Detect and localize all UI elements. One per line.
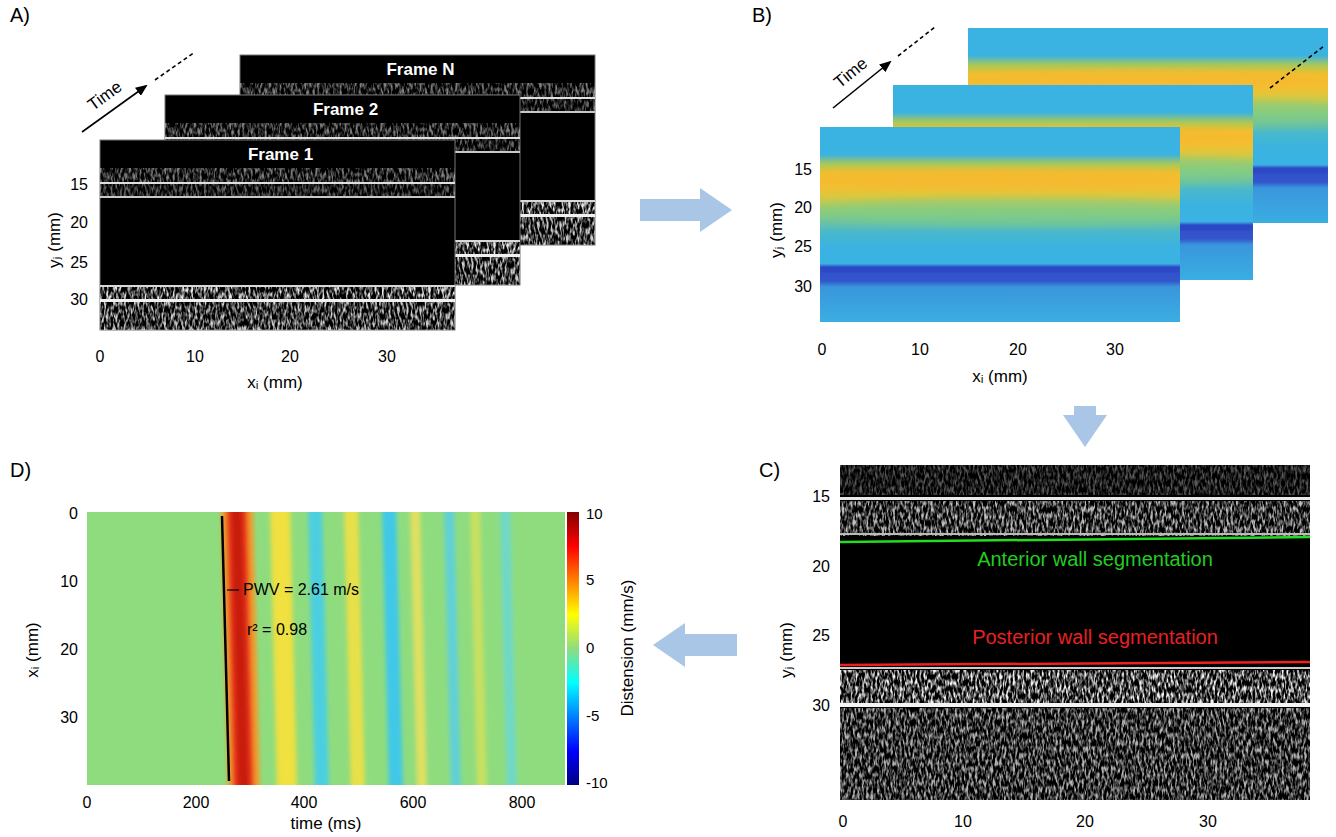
panel-region: D) [0,455,645,837]
panel-region: B) [740,0,1336,398]
frame-label: Frame 1 [100,140,461,165]
tick-label: 20 [1076,813,1094,831]
colorbar-tick: -10 [586,774,608,791]
tick-label: 20 [794,199,812,217]
colorbar-tick: 10 [586,505,603,522]
colorbar-title: Distension (mm/s) [618,580,638,717]
panel-letter: C) [759,459,780,482]
segmentation-label: Anterior wall segmentation [977,548,1213,571]
tick-label: 20 [281,348,299,366]
tick-label: 20 [60,641,78,659]
tick-label: 15 [70,176,88,194]
colorbar-tick: 5 [586,571,594,588]
tick-label: 15 [812,488,830,506]
tick-label: 0 [83,794,92,812]
tick-label: 20 [1009,341,1027,359]
tick-label: 30 [378,348,396,366]
tick-label: 800 [509,794,536,812]
axis-title: Time [84,77,126,115]
axis-title: xᵢ (mm) [23,622,43,678]
ultrasound-frame: Frame 2 [165,95,526,285]
tick-label: 10 [954,813,972,831]
axis-title: yⱼ (mm) [777,622,797,678]
tick-label: 10 [911,341,929,359]
tick-label: 30 [70,291,88,309]
axis-title: xᵢ (mm) [972,367,1028,387]
panel-letter: D) [10,459,31,482]
axis-title: Time [830,54,871,93]
axis-title: xᵢ (mm) [247,373,303,393]
tick-label: 30 [60,709,78,727]
tick-label: 0 [818,341,827,359]
ultrasound-frame: Frame 1 [100,140,461,330]
tick-label: 20 [812,558,830,576]
tick-label: 30 [1199,813,1217,831]
tick-label: 25 [70,254,88,272]
tick-label: 15 [794,161,812,179]
tick-label: 30 [812,697,830,715]
tick-label: 600 [400,794,427,812]
tick-label: 20 [70,214,88,232]
tick-label: 0 [69,505,78,523]
panel-region: A) Frame N Frame 2 Frame 1 [0,0,632,398]
tick-label: 30 [1106,341,1124,359]
axis-title: yⱼ (mm) [45,212,65,268]
tick-label: 30 [794,278,812,296]
block-arrow [640,188,732,232]
tick-label: 25 [812,627,830,645]
panel-letter: B) [752,4,772,27]
frame-label: Frame N [240,55,601,80]
tick-label: 10 [60,573,78,591]
axis-title: yⱼ (mm) [767,202,787,258]
tick-label: 10 [186,348,204,366]
panel-letter: A) [10,4,30,27]
block-arrow [1063,406,1107,447]
tick-label: 25 [794,238,812,256]
frame-label: Frame 2 [165,95,526,120]
annotation: r² = 0.98 [247,621,307,639]
tick-label: 400 [291,794,318,812]
tick-label: 200 [183,794,210,812]
annotation: PWV = 2.61 m/s [243,581,359,599]
segmentation-label: Posterior wall segmentation [972,626,1218,649]
block-arrow [653,623,737,667]
axis-title: time (ms) [291,814,362,834]
tick-label: 0 [96,348,105,366]
colorbar-tick: -5 [586,707,599,724]
tick-label: 0 [839,813,848,831]
colorbar-tick: 0 [586,639,594,656]
